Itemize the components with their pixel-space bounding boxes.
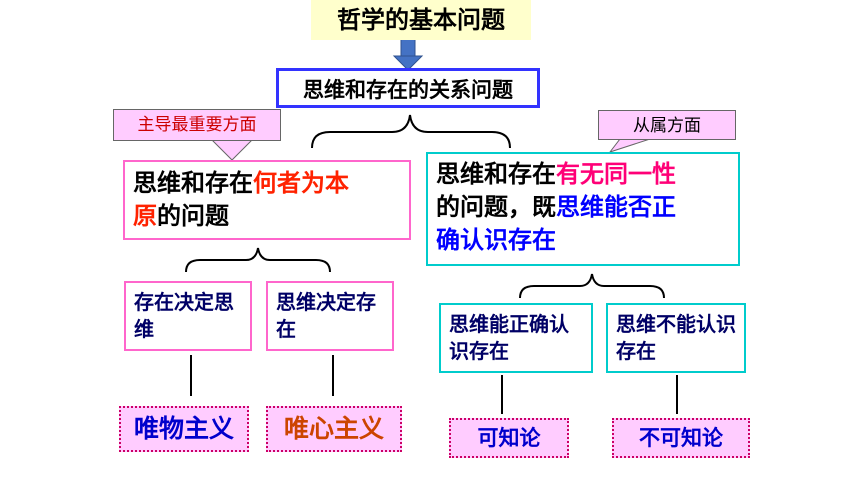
existence-determines-thought-node: 存在决定思维 [124, 281, 252, 351]
identity-text-2: 有无同一性 [556, 160, 676, 188]
left-callout-pointer [210, 139, 254, 161]
origin-question-node: 思维和存在何者为本原的问题 [123, 160, 411, 240]
origin-text-4: 的问题 [157, 202, 229, 230]
identity-text-1: 思维和存在 [436, 160, 556, 188]
top-brace [311, 114, 511, 149]
thought-determines-existence-node: 思维决定存在 [266, 281, 394, 351]
identity-text-4: 思维能否正 [556, 193, 676, 221]
agnosticism-leaf: 不可知论 [612, 418, 750, 458]
callout-sub-aspect-label: 从属方面 [633, 116, 701, 136]
left-sub-brace [185, 247, 331, 273]
idealism-leaf: 唯心主义 [266, 406, 402, 452]
origin-text-2: 何者为本 [253, 169, 349, 197]
page-title: 哲学的基本问题 [311, 0, 531, 40]
identity-text-3: 的问题，既 [436, 193, 556, 221]
origin-text-1: 思维和存在 [133, 169, 253, 197]
callout-sub-aspect: 从属方面 [598, 110, 736, 140]
materialism-leaf: 唯物主义 [119, 406, 249, 452]
identity-text-5: 确认识存在 [436, 226, 556, 254]
knowability-leaf: 可知论 [449, 418, 569, 458]
identity-question-node: 思维和存在有无同一性的问题，既思维能否正确认识存在 [426, 152, 740, 266]
callout-main-aspect: 主导最重要方面 [113, 109, 281, 141]
callout-main-aspect-label: 主导最重要方面 [137, 115, 257, 135]
root-node: 思维和存在的关系问题 [276, 68, 540, 108]
origin-text-3: 原 [133, 202, 157, 230]
thought-cannot-know-node: 思维不能认识存在 [606, 303, 746, 373]
right-sub-brace [519, 273, 665, 299]
thought-can-know-node: 思维能正确认识存在 [439, 303, 593, 373]
down-arrow-icon [392, 37, 424, 71]
